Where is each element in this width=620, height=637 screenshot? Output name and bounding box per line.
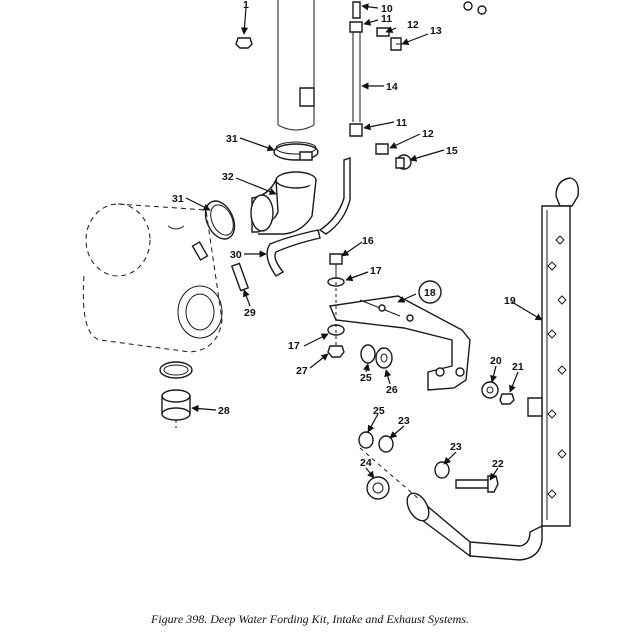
- callout-31b: 31: [172, 193, 184, 205]
- callout-31: 31: [226, 133, 238, 145]
- callout-25: 25: [360, 372, 372, 384]
- elbow-hose: [251, 172, 316, 234]
- callout-21: 21: [512, 361, 524, 373]
- leader-lines: [186, 3, 543, 481]
- clamp-28-and-seal: [160, 362, 192, 428]
- bolt-16-stack: [328, 254, 344, 357]
- air-cleaner: [83, 204, 222, 352]
- callout-25b: 25: [373, 405, 385, 417]
- callout-16: 16: [362, 235, 374, 247]
- callout-12: 12: [407, 19, 419, 31]
- exhaust-pipe: [403, 178, 579, 560]
- callout-20: 20: [490, 355, 502, 367]
- callout-22: 22: [492, 458, 504, 470]
- callout-17: 17: [370, 265, 382, 277]
- washers-25-26: [361, 345, 392, 368]
- callout-13: 13: [430, 25, 442, 37]
- vent-tube: [320, 2, 362, 234]
- callout-30: 30: [230, 249, 242, 261]
- hose-30: [267, 230, 320, 276]
- callout-23: 23: [398, 415, 410, 427]
- callout-32: 32: [222, 171, 234, 183]
- callout-19: 19: [504, 295, 516, 307]
- callout-29: 29: [244, 307, 256, 319]
- callout-27: 27: [296, 365, 308, 377]
- clamp-20-21: [482, 382, 514, 404]
- nut-1: [236, 38, 252, 48]
- figure-caption: Figure 398. Deep Water Fording Kit, Inta…: [151, 612, 469, 626]
- callout-11: 11: [381, 13, 392, 25]
- callout-12b: 12: [422, 128, 434, 140]
- callout-10: 10: [381, 3, 393, 15]
- callout-28: 28: [218, 405, 230, 417]
- callout-11b: 11: [396, 117, 407, 129]
- callout-15: 15: [446, 145, 458, 157]
- callout-14: 14: [386, 81, 398, 93]
- bolts-13-15: [376, 28, 411, 169]
- callout-23b: 23: [450, 441, 462, 453]
- mounting-bracket: [330, 296, 470, 390]
- callout-1: 1: [243, 0, 249, 11]
- lower-hardware: [359, 432, 498, 500]
- hose-29: [193, 242, 249, 291]
- callout-18-badge: [419, 281, 441, 303]
- callout-24: 24: [360, 457, 372, 469]
- exhaust-perforations: [548, 236, 566, 498]
- hose-clamp-upper: [274, 142, 318, 160]
- callout-17b: 17: [288, 340, 300, 352]
- intake-pipe: [278, 0, 314, 130]
- callout-18: 18: [424, 287, 436, 299]
- callout-26: 26: [386, 384, 398, 396]
- callout-labels: 1 10 11 12 13 14 11 12 15 31 32 31 30 29…: [172, 0, 524, 470]
- small-nuts-top: [464, 2, 486, 14]
- hose-clamp-lower: [200, 196, 240, 243]
